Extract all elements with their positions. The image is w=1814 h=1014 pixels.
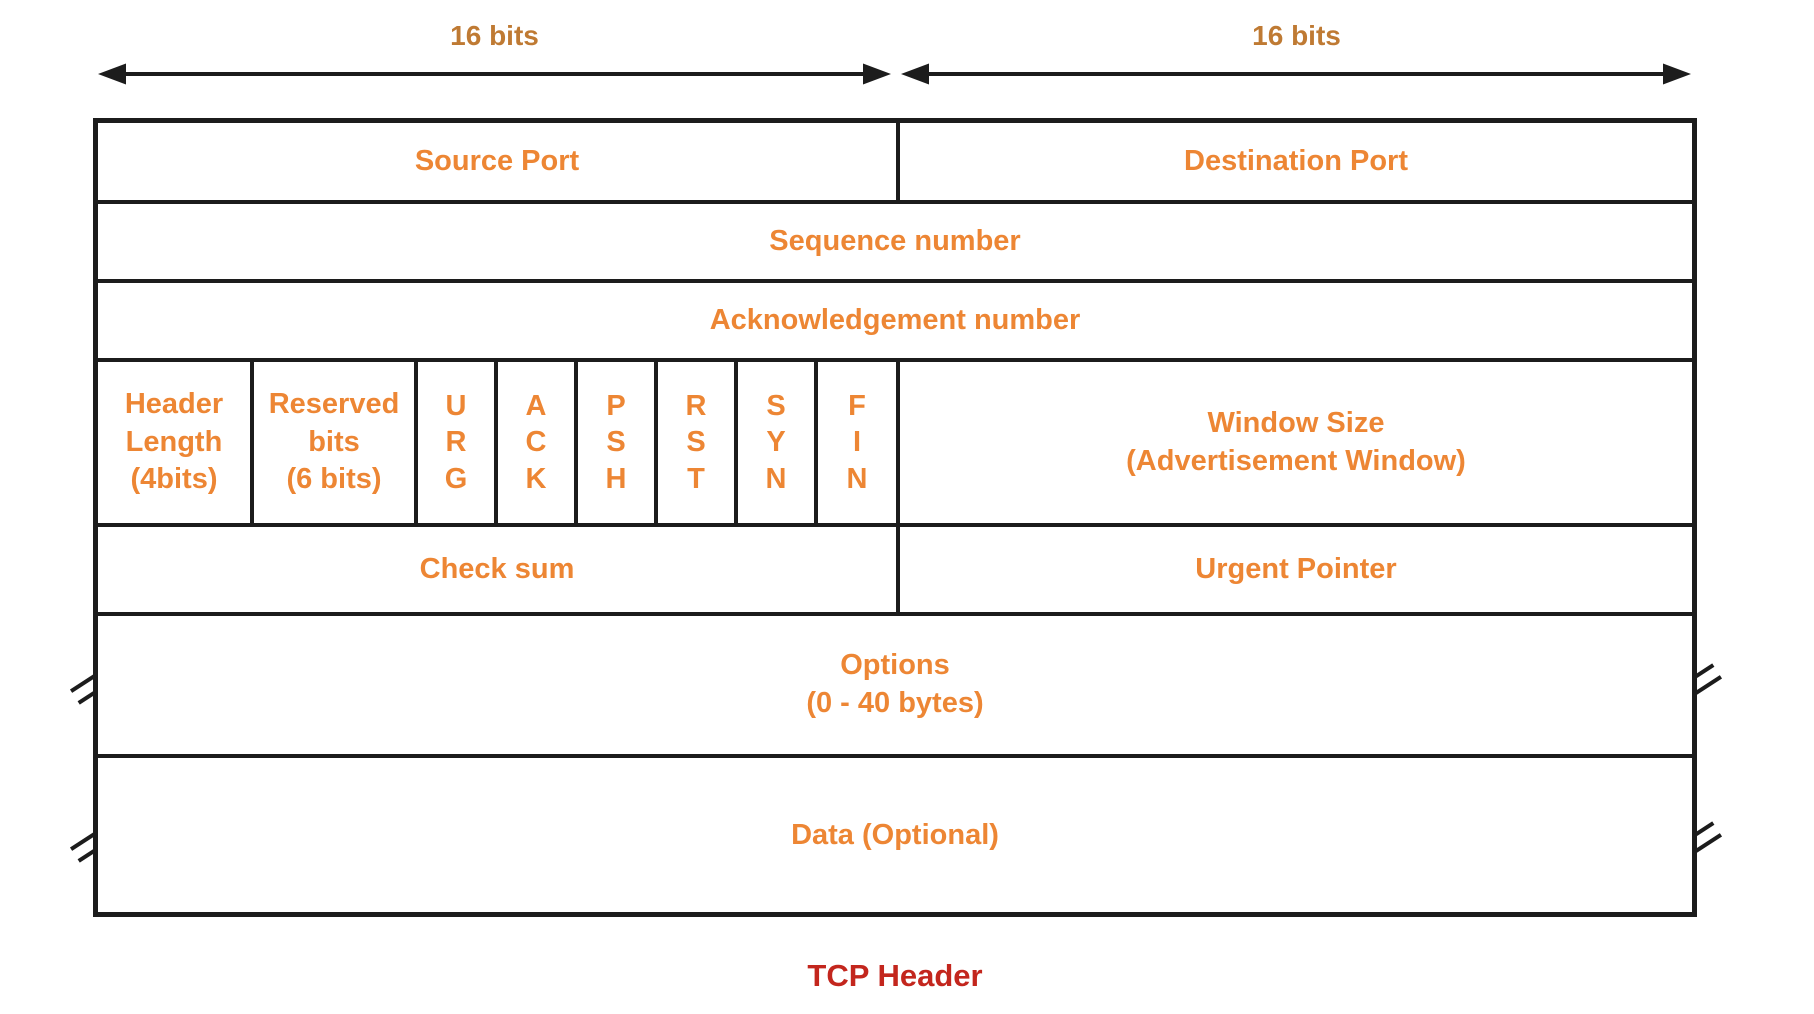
field-acknowledgement-number-label: Acknowledgement number xyxy=(709,304,1081,336)
field-sequence-number: Sequence number xyxy=(98,204,1692,279)
field-options-label: Options (0 - 40 bytes) xyxy=(806,649,984,719)
field-data-label: Data (Optional) xyxy=(791,818,999,851)
bit-span-label-left: 16 bits xyxy=(450,20,539,51)
field-flag-syn: S Y N xyxy=(738,362,818,523)
field-header-length: Header Length (4bits) xyxy=(98,362,254,523)
field-flag-psh: P S H xyxy=(578,362,658,523)
field-flag-ack: A C K xyxy=(498,362,578,523)
field-data: Data (Optional) xyxy=(98,758,1692,912)
field-destination-port-label: Destination Port xyxy=(1184,145,1408,177)
bit-span-arrow-left-icon xyxy=(98,63,891,85)
field-flag-rst-label: R S T xyxy=(685,390,707,495)
row-checksum: Check sum Urgent Pointer xyxy=(98,527,1692,616)
bit-span-arrow-right-icon xyxy=(901,63,1691,85)
tcp-header-box: Source Port Destination Port Sequence nu… xyxy=(93,118,1697,917)
field-flag-urg-label: U R G xyxy=(444,390,468,495)
field-flag-psh-label: P S H xyxy=(605,390,627,495)
field-reserved-bits: Reserved bits (6 bits) xyxy=(254,362,418,523)
field-flag-syn-label: S Y N xyxy=(765,390,787,495)
row-ports: Source Port Destination Port xyxy=(98,123,1692,204)
field-checksum: Check sum xyxy=(98,527,900,612)
row-sequence-number: Sequence number xyxy=(98,204,1692,283)
field-urgent-pointer: Urgent Pointer xyxy=(900,527,1692,612)
flags-group: Header Length (4bits) Reserved bits (6 b… xyxy=(98,362,900,523)
field-source-port-label: Source Port xyxy=(414,145,580,177)
field-flag-ack-label: A C K xyxy=(525,390,547,495)
field-acknowledgement-number: Acknowledgement number xyxy=(98,283,1692,358)
field-options: Options (0 - 40 bytes) xyxy=(98,616,1692,754)
field-header-length-label: Header Length (4bits) xyxy=(124,387,224,496)
field-flag-fin-label: F I N xyxy=(846,390,868,495)
field-source-port: Source Port xyxy=(98,123,900,200)
diagram-title: TCP Header xyxy=(807,958,983,993)
row-acknowledgement-number: Acknowledgement number xyxy=(98,283,1692,362)
field-flag-urg: U R G xyxy=(418,362,498,523)
field-flag-rst: R S T xyxy=(658,362,738,523)
field-sequence-number-label: Sequence number xyxy=(769,225,1021,257)
field-window-size-label: Window Size (Advertisement Window) xyxy=(1126,406,1466,477)
field-reserved-bits-label: Reserved bits (6 bits) xyxy=(268,387,400,496)
field-window-size: Window Size (Advertisement Window) xyxy=(900,362,1692,523)
field-urgent-pointer-label: Urgent Pointer xyxy=(1195,553,1397,585)
row-flags: Header Length (4bits) Reserved bits (6 b… xyxy=(98,362,1692,527)
row-options: Options (0 - 40 bytes) xyxy=(98,616,1692,758)
field-flag-fin: F I N xyxy=(818,362,896,523)
bit-span-label-right: 16 bits xyxy=(1252,20,1341,51)
row-data: Data (Optional) xyxy=(98,758,1692,912)
field-checksum-label: Check sum xyxy=(419,553,575,585)
field-destination-port: Destination Port xyxy=(900,123,1692,200)
